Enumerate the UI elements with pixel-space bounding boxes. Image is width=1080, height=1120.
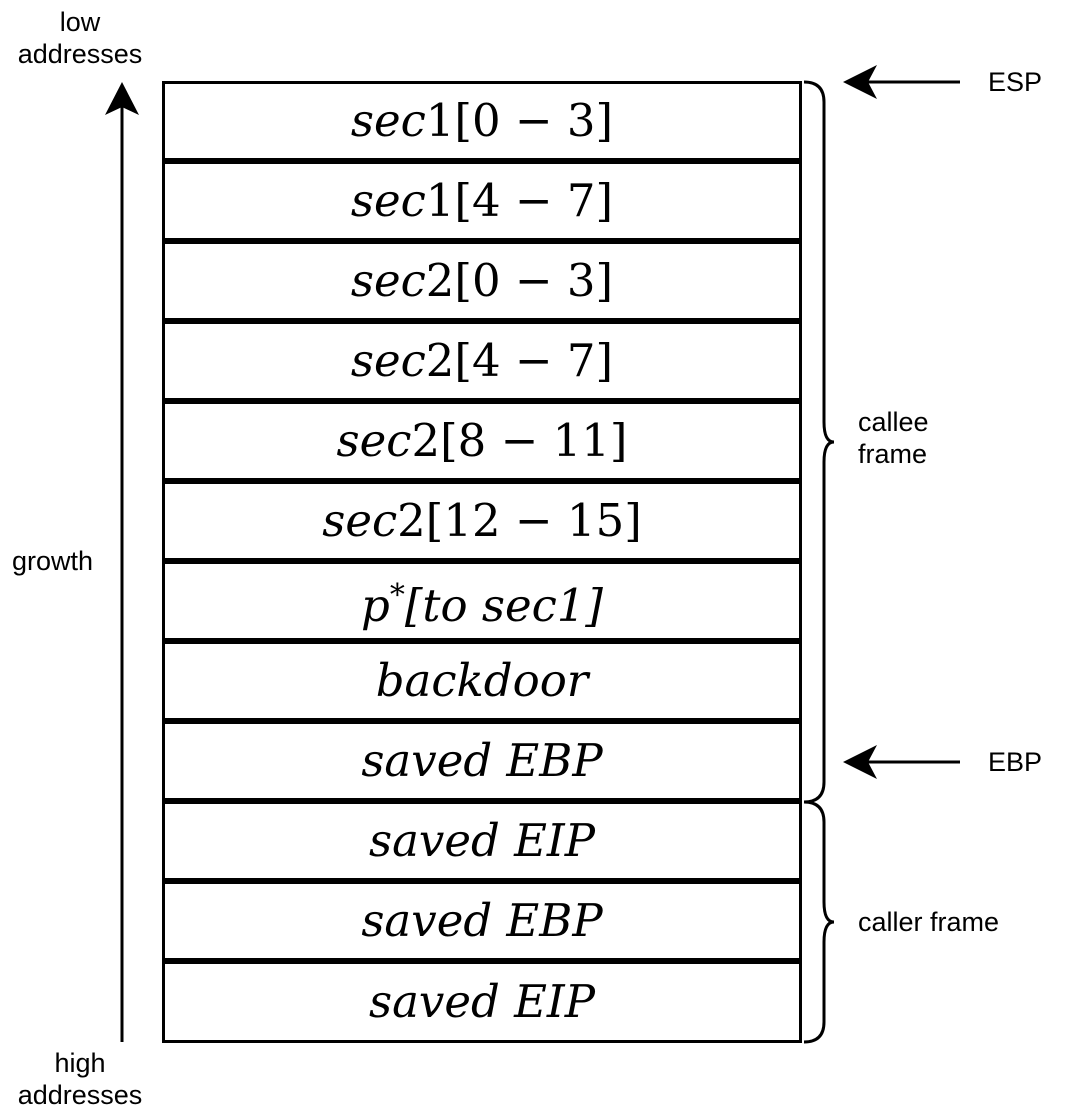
low-label-line2: addresses (17, 39, 143, 69)
cell-index: 1[4 − 7] (425, 174, 614, 227)
ebp-label: EBP (988, 747, 1043, 777)
stack-cell-sec2-4-7: sec2[4 − 7] (162, 321, 802, 401)
stack-cell-sec1-4-7: sec1[4 − 7] (162, 161, 802, 241)
stack-cell-sec2-12-15: sec2[12 − 15] (162, 481, 802, 561)
cell-var: saved EIP (369, 814, 595, 867)
callee-label-line2: frame (858, 439, 928, 469)
cell-var: saved EBP (361, 734, 603, 787)
cell-index: 1[0 − 3] (425, 94, 614, 147)
cell-index: 2[8 − 11] (411, 414, 628, 467)
cell-var: sec (322, 494, 398, 547)
growth-label: growth (12, 546, 94, 576)
stack-cell-saved-ebp: saved EBP (162, 721, 802, 801)
stack-cell-saved-eip: saved EIP (162, 801, 802, 881)
pointer-star: * (389, 578, 405, 613)
caller-frame-brace (803, 800, 835, 1044)
cell-index: [to sec1] (404, 579, 603, 632)
cell-var: saved EBP (361, 894, 603, 947)
cell-index: 2[4 − 7] (425, 334, 614, 387)
callee-frame-brace (803, 80, 835, 804)
stack-cell-saved-eip-caller: saved EIP (162, 961, 802, 1043)
cell-var: p (361, 579, 390, 632)
cell-var: sec (350, 254, 426, 307)
stack-cell-sec2-8-11: sec2[8 − 11] (162, 401, 802, 481)
low-addresses-label: low addresses (0, 6, 160, 70)
esp-arrow-head-icon (843, 65, 877, 99)
callee-frame-label: callee frame (858, 406, 929, 470)
stack-cell-saved-ebp-caller: saved EBP (162, 881, 802, 961)
stack-cell-backdoor: backdoor (162, 641, 802, 721)
cell-var: sec (350, 334, 426, 387)
cell-var: backdoor (375, 654, 589, 707)
cell-var: sec (350, 94, 426, 147)
esp-label: ESP (988, 67, 1043, 97)
stack-cell-sec2-0-3: sec2[0 − 3] (162, 241, 802, 321)
cell-index: 2[0 − 3] (425, 254, 614, 307)
stack-cell-sec1-0-3: sec1[0 − 3] (162, 81, 802, 161)
high-addresses-label: high addresses (0, 1047, 160, 1111)
high-label-line2: addresses (17, 1080, 143, 1110)
cell-index: 2[12 − 15] (397, 494, 642, 547)
callee-label-line1: callee (858, 407, 929, 437)
high-label-line1: high (54, 1048, 106, 1078)
cell-var: sec (350, 174, 426, 227)
stack-diagram: sec1[0 − 3] sec1[4 − 7] sec2[0 − 3] sec2… (162, 81, 802, 1043)
caller-frame-label: caller frame (858, 907, 1000, 937)
cell-var: sec (336, 414, 412, 467)
growth-arrow-head-icon (105, 82, 139, 115)
stack-cell-pointer-to-sec1: p*[to sec1] (162, 561, 802, 641)
cell-var: saved EIP (369, 975, 595, 1028)
low-label-line1: low (59, 7, 101, 37)
ebp-arrow-head-icon (843, 745, 877, 779)
